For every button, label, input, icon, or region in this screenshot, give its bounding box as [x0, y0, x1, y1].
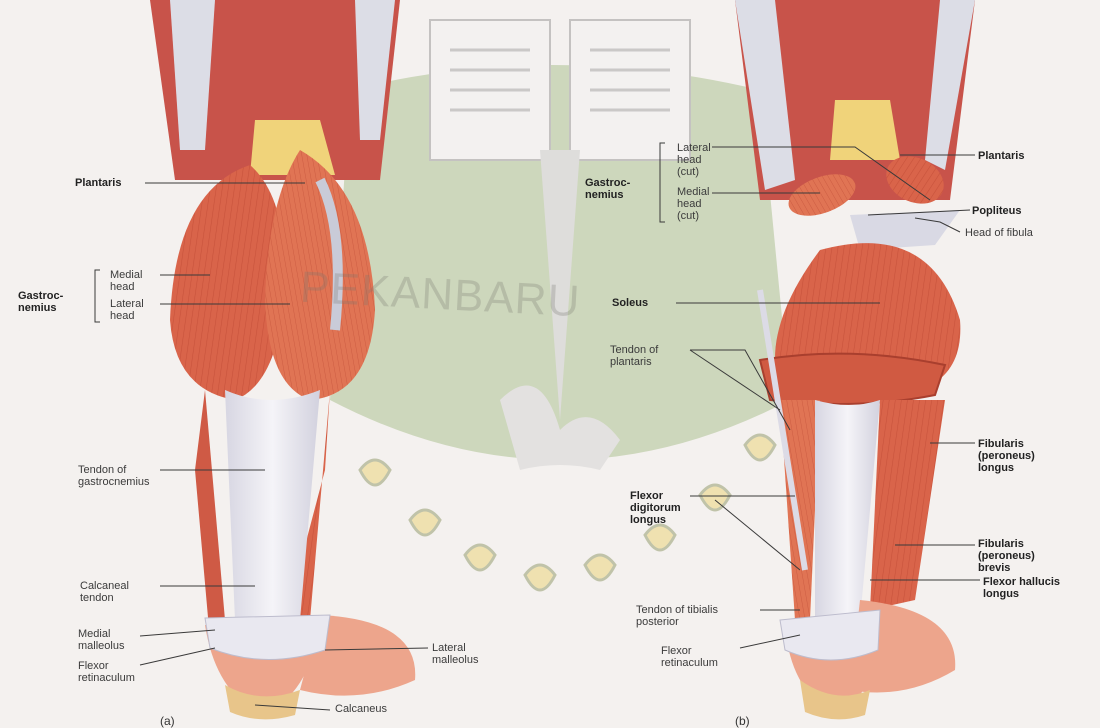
leg-illustration-b: [735, 0, 975, 719]
label-medial-malleolus: Medial malleolus: [78, 628, 124, 652]
label-medial-head-a: Medial head: [110, 269, 142, 293]
label-plantaris-a: Plantaris: [75, 177, 121, 189]
label-calcaneal-tendon: Calcaneal tendon: [80, 580, 129, 604]
label-tendon-plantaris: Tendon of plantaris: [610, 344, 658, 368]
label-gastrocnemius-a: Gastroc- nemius: [18, 290, 63, 314]
label-flexor-hallucis-longus: Flexor hallucis longus: [983, 576, 1060, 600]
label-popliteus: Popliteus: [972, 205, 1022, 217]
label-medial-head-cut: Medial head (cut): [677, 186, 709, 222]
label-tendon-tibialis-posterior: Tendon of tibialis posterior: [636, 604, 718, 628]
label-flexor-retinaculum-b: Flexor retinaculum: [661, 645, 718, 669]
label-flexor-digitorum-longus: Flexor digitorum longus: [630, 490, 681, 526]
label-soleus: Soleus: [612, 297, 648, 309]
label-flexor-retinaculum-a: Flexor retinaculum: [78, 660, 135, 684]
label-plantaris-b: Plantaris: [978, 150, 1024, 162]
label-lateral-head-cut: Lateral head (cut): [677, 142, 711, 178]
label-lateral-head-a: Lateral head: [110, 298, 144, 322]
label-tendon-gastrocnemius: Tendon of gastrocnemius: [78, 464, 150, 488]
label-fibularis-longus: Fibularis (peroneus) longus: [978, 438, 1035, 474]
label-gastrocnemius-b: Gastroc- nemius: [585, 177, 630, 201]
label-head-of-fibula: Head of fibula: [965, 227, 1033, 239]
label-fibularis-brevis: Fibularis (peroneus) brevis: [978, 538, 1035, 574]
label-calcaneus: Calcaneus: [335, 703, 387, 715]
label-lateral-malleolus: Lateral malleolus: [432, 642, 478, 666]
